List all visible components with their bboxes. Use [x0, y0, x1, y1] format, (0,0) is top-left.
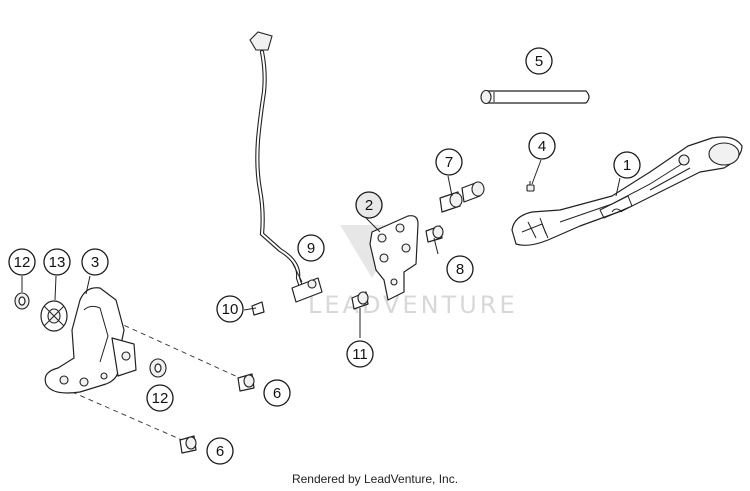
part-5-tube[interactable] — [480, 89, 590, 105]
part-13-bearing[interactable] — [40, 300, 68, 332]
svg-text:4: 4 — [538, 138, 546, 155]
part-10-screw[interactable] — [251, 301, 265, 316]
callout-13[interactable]: 13 — [43, 248, 71, 276]
svg-text:1: 1 — [623, 157, 631, 174]
svg-text:8: 8 — [456, 261, 464, 278]
callout-6-upper[interactable]: 6 — [263, 379, 291, 407]
svg-text:12: 12 — [152, 390, 169, 407]
footer-credit: Rendered by LeadVenture, Inc. — [291, 472, 459, 486]
svg-text:7: 7 — [445, 154, 453, 171]
svg-text:13: 13 — [49, 254, 66, 271]
part-7-bolts[interactable] — [439, 181, 485, 213]
callout-8[interactable]: 8 — [446, 255, 474, 283]
svg-text:2: 2 — [365, 197, 373, 214]
callout-1[interactable]: 1 — [613, 151, 641, 179]
callout-6-lower[interactable]: 6 — [206, 437, 234, 465]
callout-12-upper[interactable]: 12 — [8, 248, 36, 276]
callout-9[interactable]: 9 — [297, 234, 325, 262]
callout-11[interactable]: 11 — [346, 340, 374, 368]
svg-text:10: 10 — [222, 301, 239, 318]
part-3-footrest-bracket[interactable] — [44, 287, 137, 394]
callout-7[interactable]: 7 — [435, 148, 463, 176]
svg-text:5: 5 — [535, 53, 543, 70]
part-2-bracket[interactable] — [369, 215, 419, 301]
part-12-washer-lower[interactable] — [149, 358, 167, 378]
svg-text:9: 9 — [307, 240, 315, 257]
leader-lines — [21, 159, 621, 338]
assembly-line-lower — [71, 391, 183, 441]
part-6-bolt-lower[interactable] — [179, 435, 197, 454]
callout-4[interactable]: 4 — [528, 132, 556, 160]
svg-text:11: 11 — [352, 346, 368, 363]
assembly-line-upper — [107, 317, 241, 379]
svg-text:6: 6 — [216, 443, 224, 460]
callout-3[interactable]: 3 — [81, 248, 109, 276]
part-4-screw[interactable] — [526, 181, 535, 192]
part-11-bolt[interactable] — [351, 291, 369, 310]
callout-5[interactable]: 5 — [525, 47, 553, 75]
callout-12-lower[interactable]: 12 — [146, 384, 174, 412]
part-1-side-stand[interactable] — [511, 136, 743, 246]
svg-text:12: 12 — [14, 254, 31, 271]
callout-10[interactable]: 10 — [216, 295, 244, 323]
watermark-text: LEADVENTURE — [308, 291, 518, 319]
part-9-sensor-cable[interactable] — [249, 31, 323, 303]
svg-text:6: 6 — [273, 385, 281, 402]
part-6-bolt-upper[interactable] — [237, 373, 255, 392]
part-12-washer-upper[interactable] — [14, 292, 30, 310]
part-8-spacer[interactable] — [425, 225, 444, 243]
callout-2[interactable]: 2 — [355, 191, 383, 219]
svg-text:3: 3 — [91, 254, 99, 271]
